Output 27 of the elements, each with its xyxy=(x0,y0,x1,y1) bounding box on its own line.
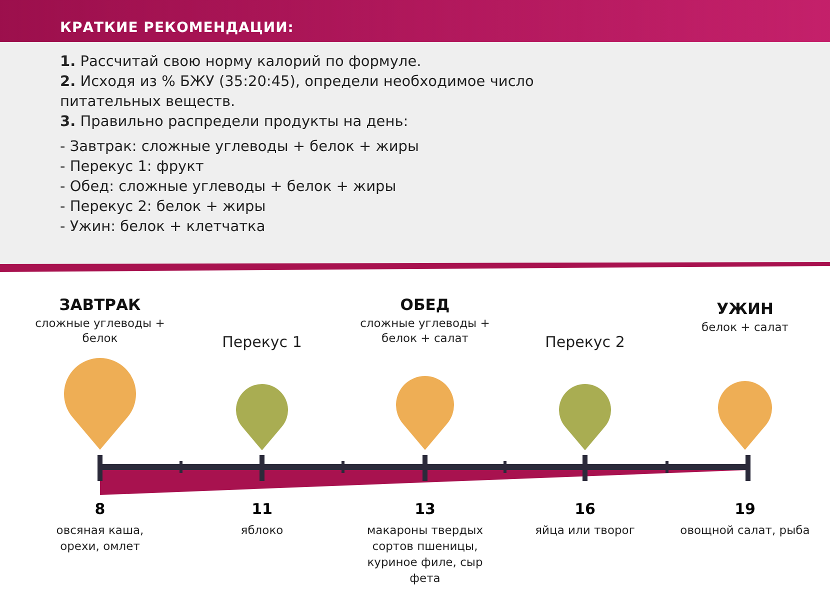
recommendation-text: 3. Правильно распредели продукты на день: xyxy=(60,113,410,132)
food-list: яйца или творог xyxy=(520,522,650,538)
time-label: 19 xyxy=(734,500,756,518)
meal-description: белок + салат xyxy=(700,320,790,335)
time-label: 13 xyxy=(414,500,436,518)
recommendation-text: - Обед: сложные углеводы + белок + жиры xyxy=(60,178,398,197)
meal-heading: ЗАВТРАК xyxy=(59,296,141,314)
page-title: КРАТКИЕ РЕКОМЕНДАЦИИ: xyxy=(60,20,294,36)
recommendation-text: - Завтрак: сложные углеводы + белок + жиры xyxy=(60,138,420,157)
food-list: макароны твердых сортов пшеницы, куриное филе, сыр фета xyxy=(360,522,490,586)
recommendation-text: - Перекус 1: фрукт xyxy=(60,158,205,177)
meal-heading: ОБЕД xyxy=(400,296,450,314)
meal-heading: УЖИН xyxy=(716,300,774,318)
recommendation-text: 1. Рассчитай свою норму калорий по формуле. xyxy=(60,53,422,72)
meal-description: сложные углеводы + белок + салат xyxy=(359,316,491,346)
time-label: 8 xyxy=(94,500,106,518)
snack-heading: Перекус 2 xyxy=(545,333,625,351)
time-label: 11 xyxy=(250,500,274,518)
food-list: овощной салат, рыба xyxy=(680,522,810,538)
recommendation-text: - Ужин: белок + клетчатка xyxy=(60,218,266,237)
food-list: овсяная каша, орехи, омлет xyxy=(35,522,165,554)
food-list: яблоко xyxy=(197,522,327,538)
snack-heading: Перекус 1 xyxy=(222,333,302,351)
meal-description: сложные углеводы + белок xyxy=(34,316,166,346)
recommendation-text: 2. Исходя из % БЖУ (35:20:45), определи необходимое число питательных веществ. xyxy=(60,73,535,112)
recommendation-text: - Перекус 2: белок + жиры xyxy=(60,198,267,217)
time-label: 16 xyxy=(574,500,596,518)
